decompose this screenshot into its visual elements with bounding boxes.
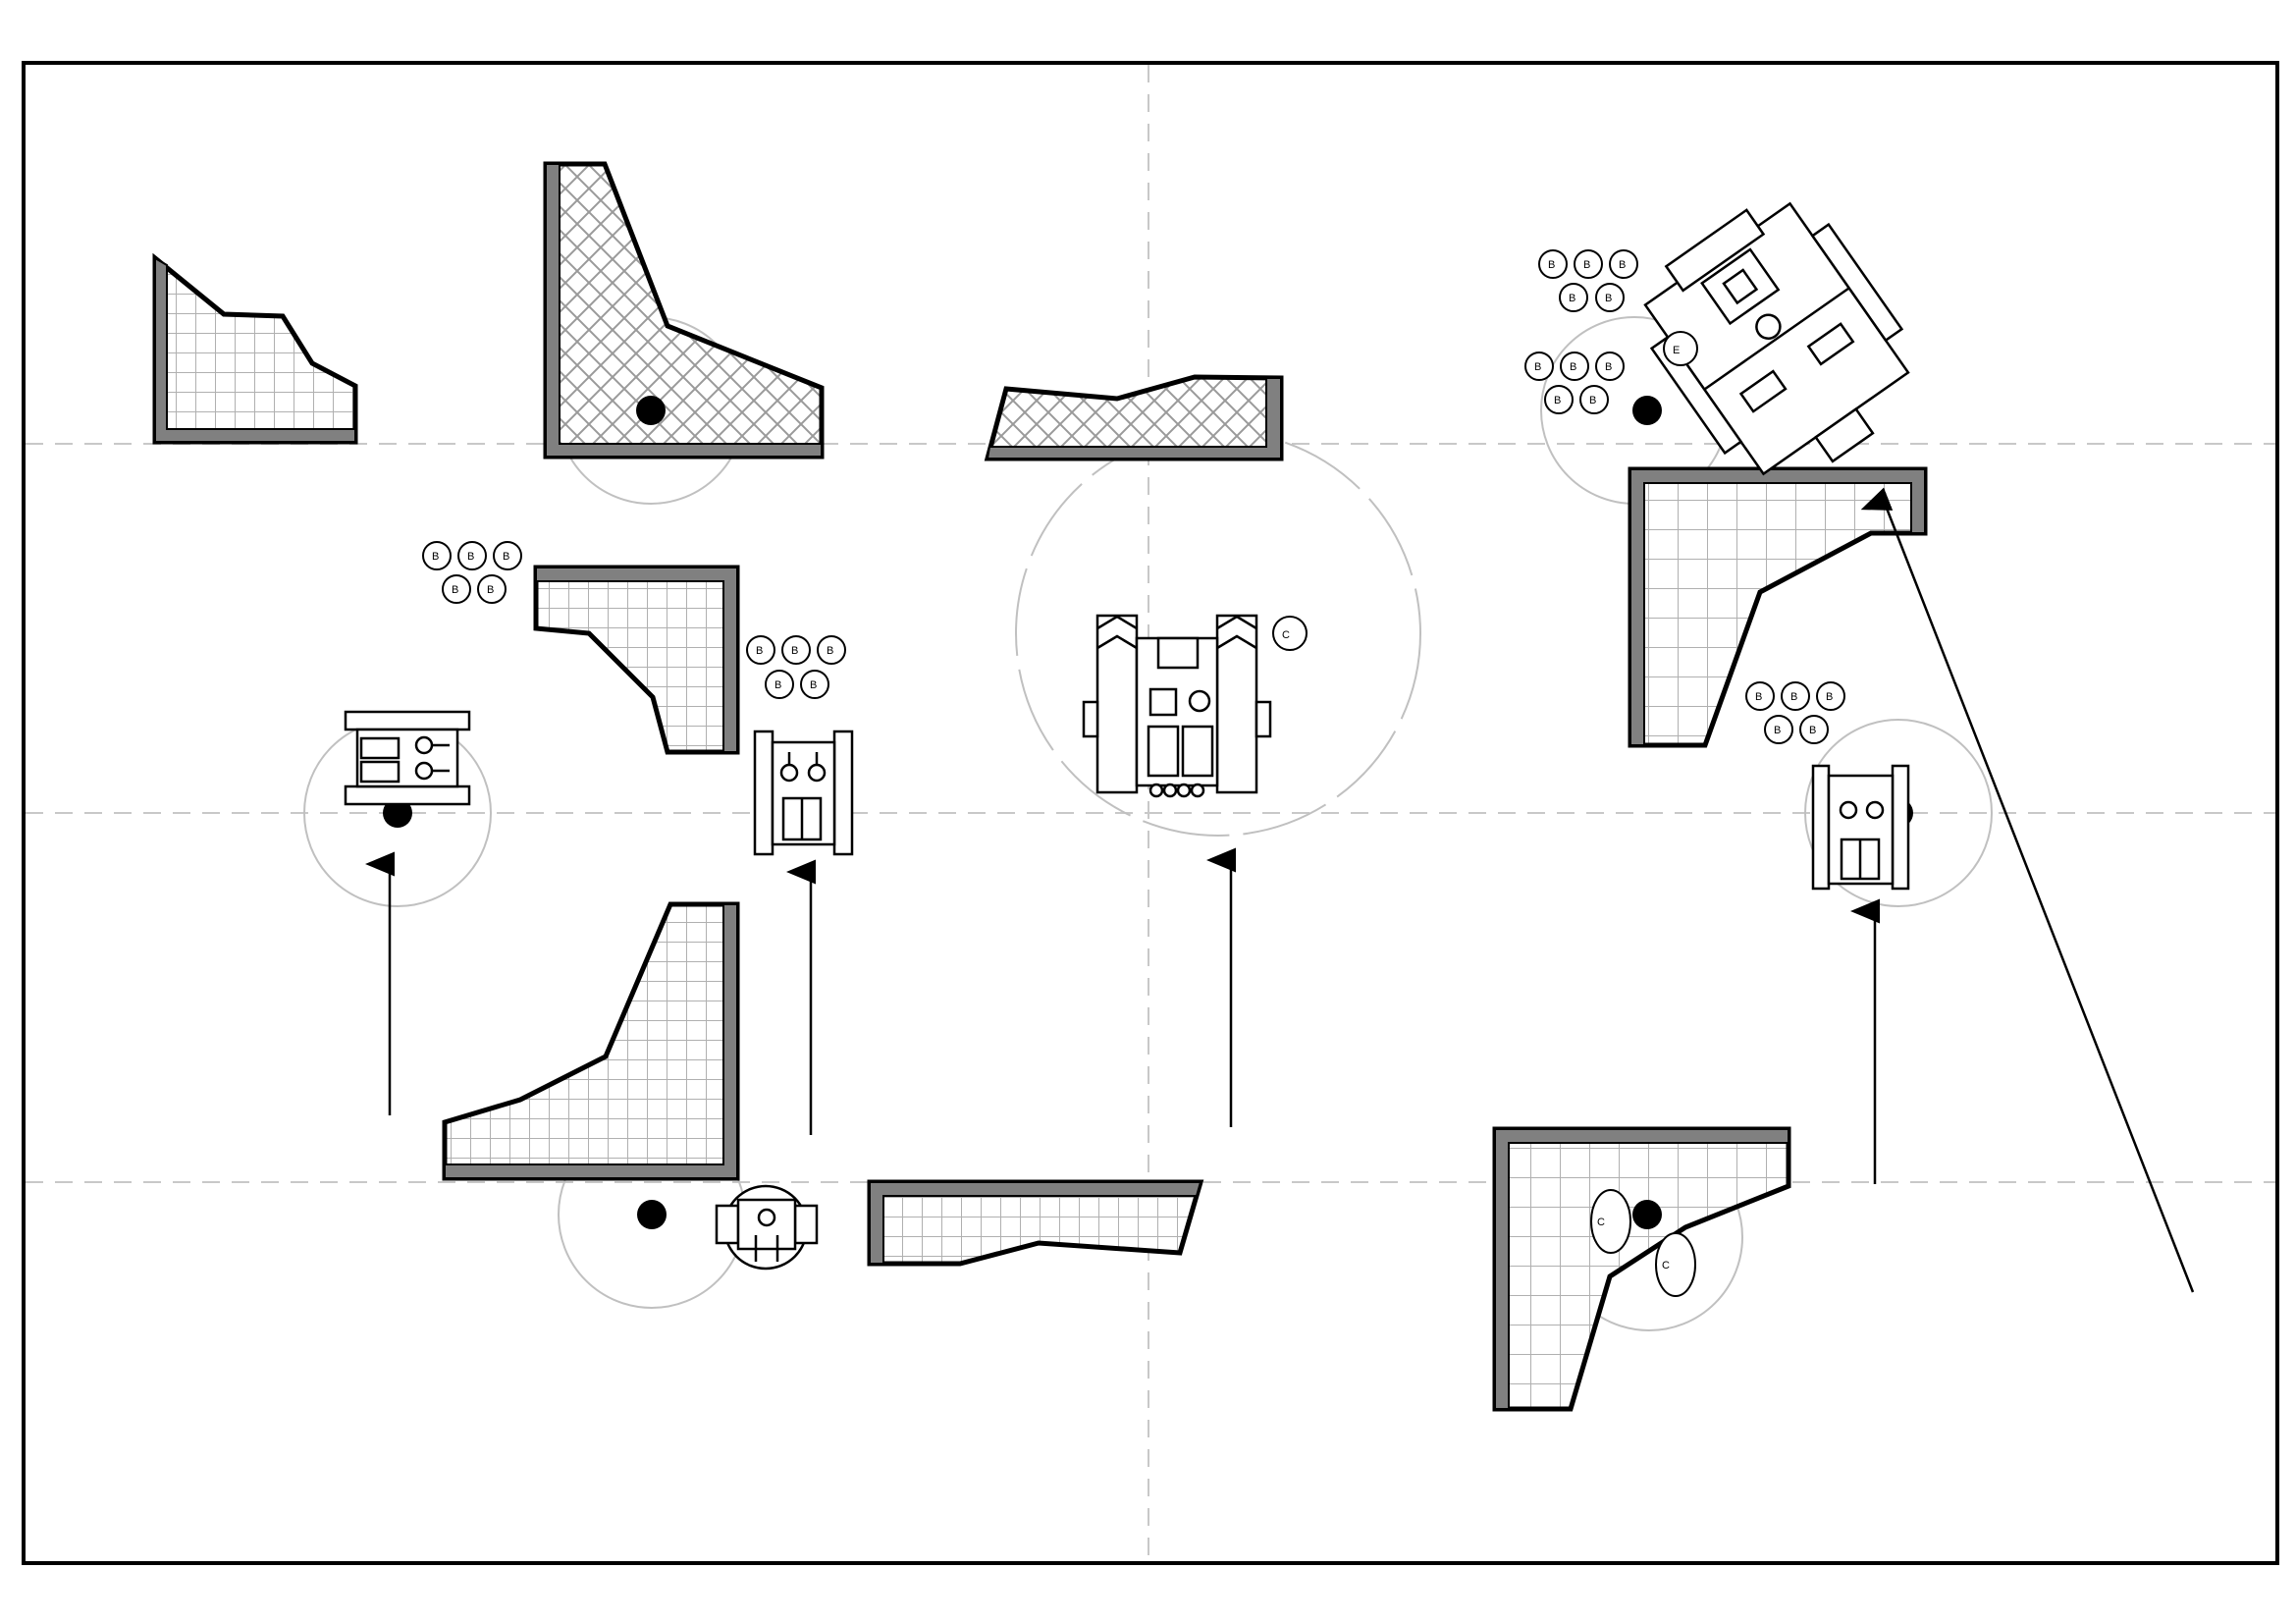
terrain-ruin-6 [867, 1179, 1204, 1267]
counter-label-b: B [791, 645, 798, 657]
terrain-ruin-8 [1492, 1126, 1791, 1412]
counter-label-b: B [1790, 691, 1797, 703]
counter-label-b: B [487, 584, 494, 596]
counter-label-b: B [1605, 293, 1612, 304]
counter-label-b: B [1774, 725, 1781, 736]
counter-label-b: B [1809, 725, 1816, 736]
terrain-ruin-7 [1628, 466, 1928, 748]
counter-label-cr: C [1597, 1217, 1605, 1228]
unit-counters: B B B B B B B B B B B B B B B B B B B B … [422, 249, 1845, 1297]
counter-label-b: B [503, 551, 509, 563]
guide-lines [26, 65, 2275, 1561]
terrain-ruin-1 [152, 252, 358, 445]
counter-label-b: B [1589, 395, 1596, 406]
counter-label-b: B [1619, 259, 1626, 271]
counter-label-e: E [1673, 345, 1680, 356]
terrain-ruin-3 [984, 374, 1284, 461]
counter-label-b: B [1569, 293, 1575, 304]
heavy-vehicle-center [1082, 614, 1272, 798]
counter-label-b: B [1570, 361, 1576, 373]
counter-label-b: B [810, 679, 817, 691]
terrain-ruin-2 [543, 161, 825, 460]
counter-label-b: B [1583, 259, 1590, 271]
counter-label-b: B [452, 584, 458, 596]
board-border [22, 61, 2279, 1565]
counter-label-b: B [1534, 361, 1541, 373]
counter-label-b: B [1548, 259, 1555, 271]
counter-label-b: B [1755, 691, 1762, 703]
tank-vehicle-middle-left [753, 730, 854, 856]
counter-label-b: B [1554, 395, 1561, 406]
counter-label-b: B [432, 551, 439, 563]
tank-vehicle-right [1811, 764, 1910, 891]
counter-label-b: B [1826, 691, 1833, 703]
walker-model [715, 1184, 819, 1271]
counter-label-cr: C [1662, 1260, 1670, 1271]
counter-label-b: B [756, 645, 763, 657]
counter-label-b: B [467, 551, 474, 563]
counter-label-b: B [1605, 361, 1612, 373]
counter-label-b: B [827, 645, 833, 657]
movement-arrows [365, 487, 2195, 1293]
terrain-ruin-4 [533, 565, 740, 755]
terrain-ruin-5 [442, 901, 740, 1181]
tank-vehicle-left [344, 710, 471, 806]
large-war-machine [1643, 201, 1910, 476]
counter-label-b: B [774, 679, 781, 691]
counter-label-c: C [1282, 629, 1290, 641]
